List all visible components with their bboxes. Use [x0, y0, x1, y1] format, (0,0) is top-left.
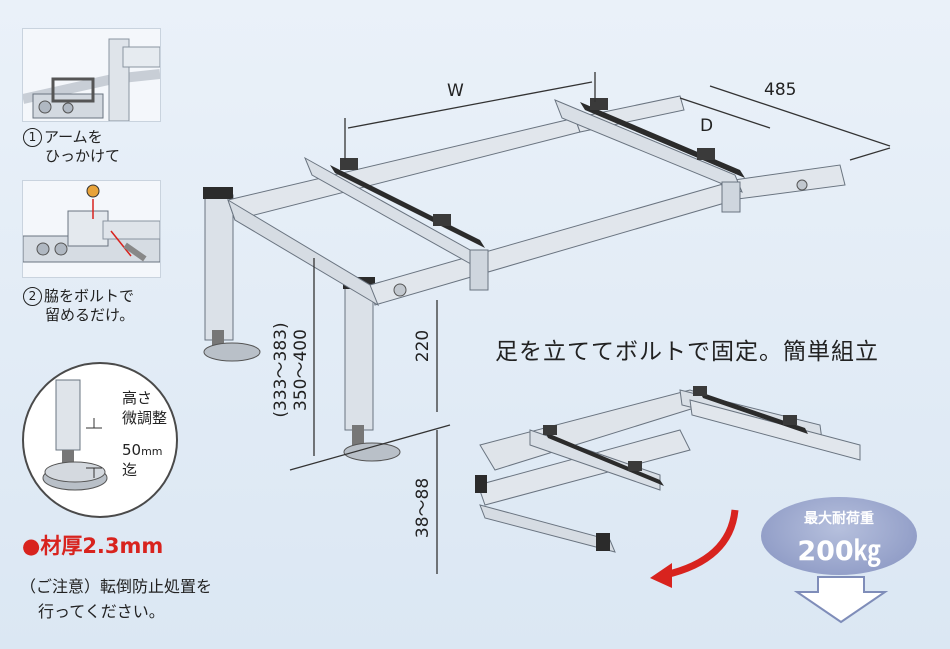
height-adjust-suffix: 迄 [122, 461, 137, 479]
svg-text:50mm: 50mm [122, 441, 163, 459]
dim-d-label: D [700, 116, 713, 136]
dim-foot-range: 38～88 [413, 478, 433, 538]
height-adjust-unit: mm [141, 445, 162, 458]
step2-detail-image [22, 180, 161, 278]
height-adjust-label2: 微調整 [122, 409, 167, 427]
headline: 足を立ててボルトで固定。簡単組立 [495, 339, 879, 365]
caution-line1: （ご注意）転倒防止処置を [20, 577, 213, 596]
step1-detail-image [22, 28, 161, 122]
dim-w-label: W [447, 81, 464, 101]
dim-depth-label: 485 [764, 80, 796, 100]
step2-text-line2: 留めるだけ。 [45, 306, 135, 324]
step2-text-line1: 脇をボルトで [44, 287, 135, 305]
load-capacity-badge: 最大耐荷重 200㎏ [761, 497, 917, 575]
step1-text-line1: アームを [44, 128, 103, 146]
material-thickness: ●材厚2.3mm [22, 534, 164, 558]
step1-number: 1 [23, 128, 42, 147]
height-adjust-value: 50 [122, 441, 141, 459]
load-value: 200㎏ [797, 536, 881, 567]
dim-height-range-alt: (333～383) [271, 322, 291, 417]
caution-note: （ご注意）転倒防止処置を 行ってください。 [20, 574, 212, 624]
caution-line2: 行ってください。 [38, 602, 165, 621]
height-adjust-label1: 高さ [122, 389, 152, 407]
step1-text-line2: ひっかけて [45, 147, 121, 165]
height-adjust-detail: 高さ 微調整 50mm 迄 [22, 362, 178, 518]
dim-leg-length: 220 [413, 330, 433, 362]
dim-height-range: 350～400 [291, 329, 311, 411]
load-label: 最大耐荷重 [804, 511, 874, 527]
step2-number: 2 [23, 287, 42, 306]
